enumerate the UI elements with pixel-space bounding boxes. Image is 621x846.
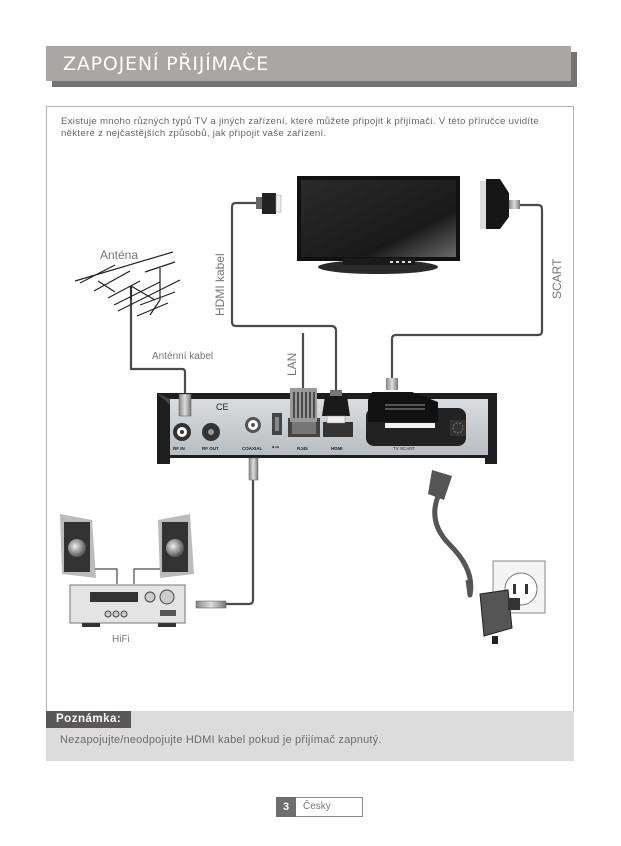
lan-label: LAN (285, 352, 299, 376)
port-coaxial: COAXIAL (242, 446, 263, 451)
hdmi-cable (230, 201, 338, 392)
title-bar: ZAPOJENÍ PŘIJÍMAČE (46, 46, 571, 81)
lan-plug-icon (290, 388, 317, 422)
page-footer: 3 Česky (276, 797, 363, 817)
page-number: 3 (276, 797, 296, 817)
antenna-plug-icon (178, 393, 192, 417)
note-label: Poznámka: (46, 711, 131, 728)
scart-plug-tv-icon (480, 179, 520, 229)
note-box (46, 711, 574, 761)
power-adapter-icon (479, 589, 520, 644)
coaxial-plug-icon (248, 457, 259, 481)
cables (129, 201, 544, 606)
speaker-left-icon (60, 514, 96, 578)
port-rf-out: RF OUT (202, 446, 219, 451)
hifi-label: HiFi (112, 634, 130, 645)
speaker-wires (95, 568, 160, 584)
port-rf-in: RF IN (173, 446, 185, 451)
speaker-right-icon (158, 514, 194, 578)
port-hdmi: HDMI (331, 446, 343, 451)
note-text: Nezapojujte/neodpojujte HDMI kabel pokud… (60, 734, 382, 746)
ce-mark: CE (216, 402, 229, 412)
antenna-label: Anténa (100, 248, 139, 262)
hdmi-plug-tv-icon (256, 193, 282, 214)
rca-plug-icon (195, 600, 227, 609)
antenna-cable (129, 286, 187, 398)
coaxial-cable (226, 470, 255, 606)
port-usb: •⊸ (272, 445, 280, 451)
power-cable (432, 488, 474, 598)
hdmi-plug-icon (322, 390, 350, 424)
hifi-amplifier-icon (69, 584, 186, 627)
scart-plug-icon (368, 378, 438, 428)
antenna-cable-label: Anténní kabel (152, 351, 214, 362)
page-title: ZAPOJENÍ PŘIJÍMAČE (63, 52, 270, 75)
scart-label: SCART (550, 258, 564, 299)
power-rating: 12V ⎓ 1A (446, 411, 466, 416)
antenna-icon (74, 251, 181, 317)
power-plug-icon (428, 470, 452, 500)
port-rj45: RJ45 (297, 446, 308, 451)
scart-cable (390, 203, 544, 380)
hdmi-cable-label: HDMI kabel (213, 253, 227, 316)
port-tv-scart: TV SCART (393, 446, 416, 451)
tv-icon (297, 176, 460, 274)
intro-text: Existuje mnoho různých typů TV a jiných … (61, 116, 539, 139)
page-language: Česky (296, 797, 363, 817)
